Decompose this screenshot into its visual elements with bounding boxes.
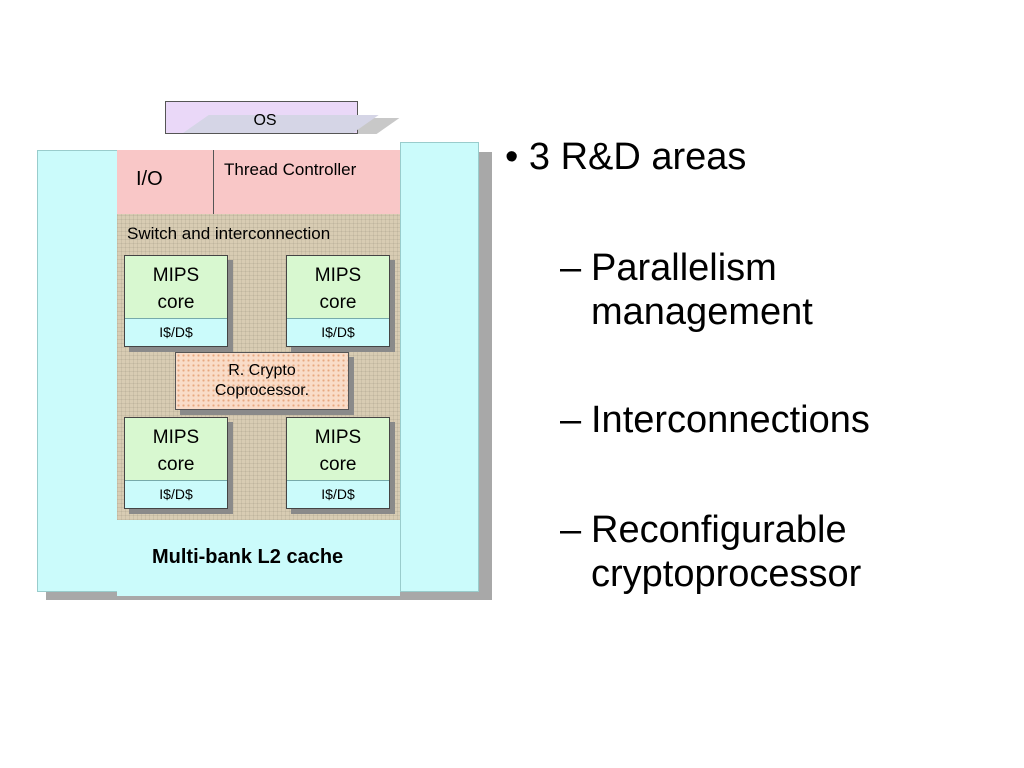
core-cache: I$/D$: [125, 480, 227, 508]
dash: –: [560, 509, 582, 551]
sub-bullet-text: Reconfigurable: [591, 509, 847, 551]
bullet-dot: •: [505, 136, 529, 178]
core-cache: I$/D$: [287, 480, 389, 508]
dash: –: [560, 247, 582, 289]
dash: –: [560, 399, 582, 441]
crypto-label-line2: Coprocessor.: [214, 382, 310, 399]
switch-interconnection-label: Switch and interconnection: [127, 224, 331, 243]
right-l2-bank: [400, 142, 479, 592]
core-title-line2: core: [319, 454, 357, 475]
sub-bullet-text: Interconnections: [591, 399, 870, 441]
crypto-label: R. Crypto Coprocessor.: [176, 361, 348, 401]
core-title-line1: MIPS: [314, 265, 362, 286]
mips-core-1: MIPS core I$/D$: [124, 255, 228, 347]
io-thread-bar: [117, 150, 400, 214]
bullet-main: • 3 R&D areas: [505, 134, 746, 180]
core-title-line1: MIPS: [152, 427, 200, 448]
core-title: MIPS core: [125, 424, 227, 478]
core-cache: I$/D$: [287, 318, 389, 346]
thread-controller-label: Thread Controller: [224, 160, 357, 179]
core-title: MIPS core: [287, 424, 389, 478]
left-l2-bank: [37, 150, 119, 592]
io-label: I/O: [136, 168, 163, 190]
crypto-coprocessor: R. Crypto Coprocessor.: [175, 352, 349, 410]
sub-bullet-text: cryptoprocessor: [591, 553, 862, 595]
core-title-line1: MIPS: [152, 265, 200, 286]
os-label: OS: [253, 112, 277, 129]
bullet-main-text: 3 R&D areas: [528, 136, 747, 178]
l2-cache-label: Multi-bank L2 cache: [152, 546, 344, 568]
sub-bullet-text: management: [591, 291, 813, 333]
core-title: MIPS core: [125, 262, 227, 316]
core-title-line1: MIPS: [314, 427, 362, 448]
mips-core-3: MIPS core I$/D$: [124, 417, 228, 509]
io-divider: [213, 150, 214, 214]
mips-core-4: MIPS core I$/D$: [286, 417, 390, 509]
core-title-line2: core: [157, 454, 195, 475]
mips-core-2: MIPS core I$/D$: [286, 255, 390, 347]
core-title: MIPS core: [287, 262, 389, 316]
crypto-label-line1: R. Crypto: [228, 362, 296, 379]
core-title-line2: core: [157, 292, 195, 313]
core-cache: I$/D$: [125, 318, 227, 346]
core-title-line2: core: [319, 292, 357, 313]
sub-bullet-text: Parallelism: [591, 247, 777, 289]
